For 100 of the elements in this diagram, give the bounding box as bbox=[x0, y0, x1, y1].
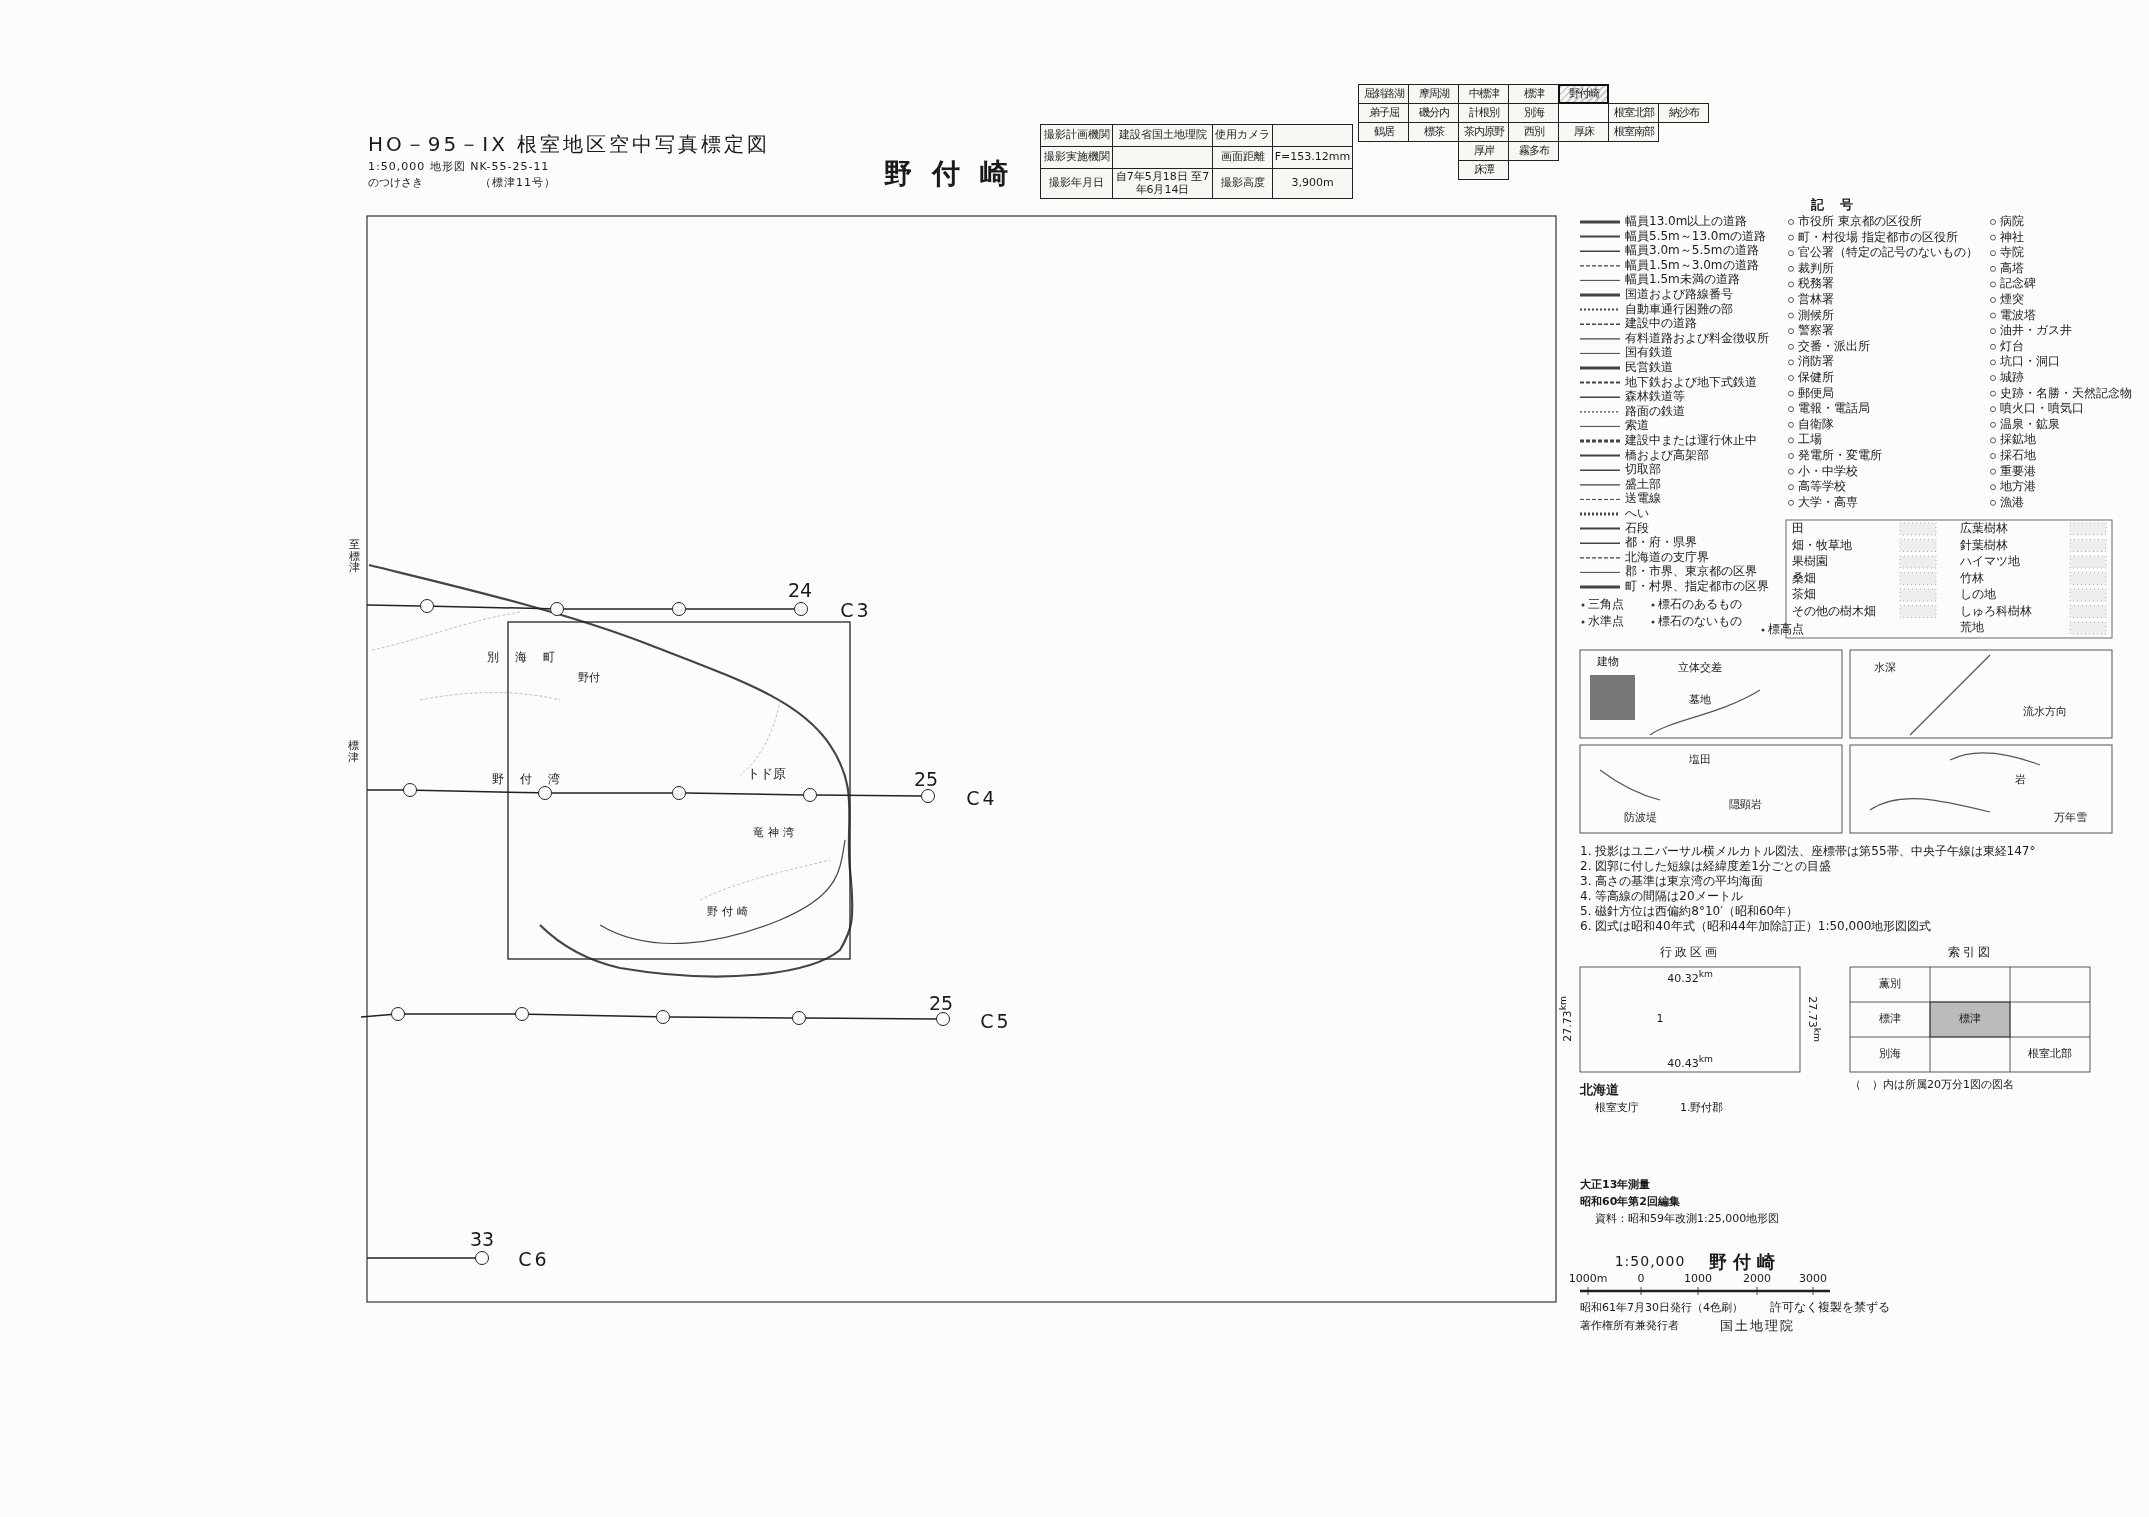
legend-text: 官公署（特定の記号のないもの） bbox=[1798, 246, 1978, 260]
photo-center-circle bbox=[656, 1010, 670, 1024]
map-index-cell: 標津 bbox=[1508, 84, 1559, 104]
strip-name: C5 bbox=[980, 1010, 1012, 1032]
legend-text: ハイマツ地 bbox=[1960, 555, 2020, 569]
legend-text: 保健所 bbox=[1798, 371, 1834, 385]
photo-center-circle bbox=[803, 788, 817, 802]
sheet-name: 野付崎 bbox=[1709, 1252, 1781, 1272]
sample-map-label: 塩田 bbox=[1689, 753, 1711, 767]
strip-name: C6 bbox=[518, 1248, 550, 1270]
legend-text: 自動車通行困難の部 bbox=[1625, 303, 1733, 317]
legend-text: 田 bbox=[1792, 522, 1804, 536]
legend-text: 消防署 bbox=[1798, 355, 1834, 369]
legend-text: 畑・牧草地 bbox=[1792, 538, 1852, 553]
legend-text: 警察署 bbox=[1798, 324, 1834, 338]
legend-text: 標石のないもの bbox=[1658, 615, 1742, 629]
sample-map-label: 立体交差 bbox=[1678, 661, 1722, 675]
legend-text: 北海道の支庁界 bbox=[1625, 551, 1709, 565]
dimension-label: 40.43$^{km}$ bbox=[1667, 1054, 1713, 1070]
legend-text: 標高点 bbox=[1768, 623, 1804, 637]
map-index-cell: 弟子屈 bbox=[1358, 103, 1409, 123]
credit-text: 許可なく複製を禁ずる bbox=[1770, 1301, 1890, 1315]
legend-text: 切取部 bbox=[1625, 463, 1661, 477]
flight-line bbox=[805, 1017, 937, 1020]
legend-text: その他の樹木畑 bbox=[1792, 604, 1876, 619]
legend-text: 小・中学校 bbox=[1798, 465, 1858, 479]
region-label: 1.野付郡 bbox=[1680, 1101, 1724, 1115]
section-heading: 索引図 bbox=[1947, 946, 1993, 960]
flight-line bbox=[360, 1013, 392, 1018]
scale-label: 1000m bbox=[1568, 1272, 1608, 1286]
legend-text: 電波塔 bbox=[2000, 309, 2036, 323]
legend-text: 幅員1.5m未満の道路 bbox=[1625, 273, 1740, 287]
legend-text: 有料道路および料金徴収所 bbox=[1625, 332, 1769, 346]
index-name: 根室北部 bbox=[2028, 1047, 2072, 1061]
flight-line bbox=[685, 608, 795, 610]
legend-text: 建設中の道路 bbox=[1625, 317, 1697, 331]
legend-text: へい bbox=[1625, 507, 1649, 521]
note-text: 4. 等高線の間隔は20メートル bbox=[1580, 890, 1743, 904]
sample-map-label: 墓地 bbox=[1689, 693, 1711, 707]
map-index-cell: 厚床 bbox=[1558, 122, 1609, 142]
scale-label: 2000 bbox=[1743, 1272, 1771, 1286]
map-index-cell: 別海 bbox=[1508, 103, 1559, 123]
flight-line bbox=[416, 789, 539, 794]
flight-line bbox=[433, 605, 551, 610]
place-name: 標津 bbox=[347, 740, 359, 764]
photo-center-circle bbox=[936, 1012, 950, 1026]
legend-text: 標石のあるもの bbox=[1658, 598, 1742, 612]
map-index-cell: 摩周湖 bbox=[1408, 84, 1459, 104]
photo-center-circle bbox=[515, 1007, 529, 1021]
caption-text: （ ）内は所属20万分1図の図名 bbox=[1850, 1078, 2014, 1092]
photo-number: 24 bbox=[787, 579, 813, 601]
subtitle-text: 1:50,000 地形図 NK-55-25-11 bbox=[368, 160, 550, 174]
sample-map-label: 流水方向 bbox=[2023, 705, 2067, 719]
photo-center-circle bbox=[475, 1251, 489, 1265]
place-name: 竜神湾 bbox=[752, 826, 798, 840]
legend-text: 城跡 bbox=[2000, 371, 2024, 385]
photo-number: 33 bbox=[469, 1228, 495, 1250]
legend-text: 国有鉄道 bbox=[1625, 346, 1673, 360]
legend-text: 高塔 bbox=[2000, 262, 2024, 276]
legend-text: 三角点 bbox=[1588, 598, 1624, 612]
legend-text: 幅員1.5m～3.0mの道路 bbox=[1625, 259, 1759, 273]
legend-text: 索道 bbox=[1625, 419, 1649, 433]
flight-line bbox=[816, 794, 922, 797]
flight-line bbox=[685, 792, 804, 796]
map-index-cell: 根室南部 bbox=[1608, 122, 1659, 142]
subtitle-text: （標津11号） bbox=[480, 176, 556, 190]
map-index-cell: 西別 bbox=[1508, 122, 1559, 142]
map-index-cell: 標茶 bbox=[1408, 122, 1459, 142]
legend-text: 民営鉄道 bbox=[1625, 361, 1673, 375]
map-index-cell: 茶内原野 bbox=[1458, 122, 1509, 142]
scale-label: 0 bbox=[1637, 1272, 1645, 1286]
title-text: HO－95－IX 根室地区空中写真標定図 bbox=[368, 133, 771, 155]
photo-center-circle bbox=[672, 602, 686, 616]
photo-center-circle bbox=[550, 602, 564, 616]
table-cell: F=153.12mm bbox=[1272, 146, 1353, 169]
flight-line bbox=[366, 604, 421, 607]
strip-name: C3 bbox=[840, 599, 872, 621]
table-cell: 撮影年月日 bbox=[1040, 168, 1113, 199]
photo-center-circle bbox=[792, 1011, 806, 1025]
place-name: 野付崎 bbox=[706, 905, 752, 919]
legend-text: 建設中または運行休止中 bbox=[1625, 434, 1757, 448]
note-text: 5. 磁針方位は西偏約8°10′（昭和60年） bbox=[1580, 905, 1799, 919]
flight-line bbox=[563, 608, 673, 610]
map-index-cell: 中標津 bbox=[1458, 84, 1509, 104]
legend-text: 町・村役場 指定都市の区役所 bbox=[1798, 231, 1958, 245]
place-name: 至標津 bbox=[348, 538, 360, 574]
map-index-cell: 厚岸 bbox=[1458, 141, 1509, 161]
photo-center-circle bbox=[403, 783, 417, 797]
legend-text: 市役所 東京都の区役所 bbox=[1798, 215, 1922, 229]
legend-text: 煙突 bbox=[2000, 293, 2024, 307]
legend-text: 測候所 bbox=[1798, 309, 1834, 323]
legend-text: 森林鉄道等 bbox=[1625, 390, 1685, 404]
section-heading: 行政区画 bbox=[1660, 946, 1720, 960]
sample-map-label: 万年雪 bbox=[2053, 811, 2087, 825]
legend-text: 灯台 bbox=[2000, 340, 2024, 354]
legend-text: 郵便局 bbox=[1798, 387, 1834, 401]
legend-text: 坑口・洞口 bbox=[2000, 355, 2060, 369]
legend-text: 税務署 bbox=[1798, 277, 1834, 291]
credit-text: 大正13年測量 bbox=[1580, 1178, 1651, 1192]
legend-text: 幅員3.0m～5.5mの道路 bbox=[1625, 244, 1759, 258]
